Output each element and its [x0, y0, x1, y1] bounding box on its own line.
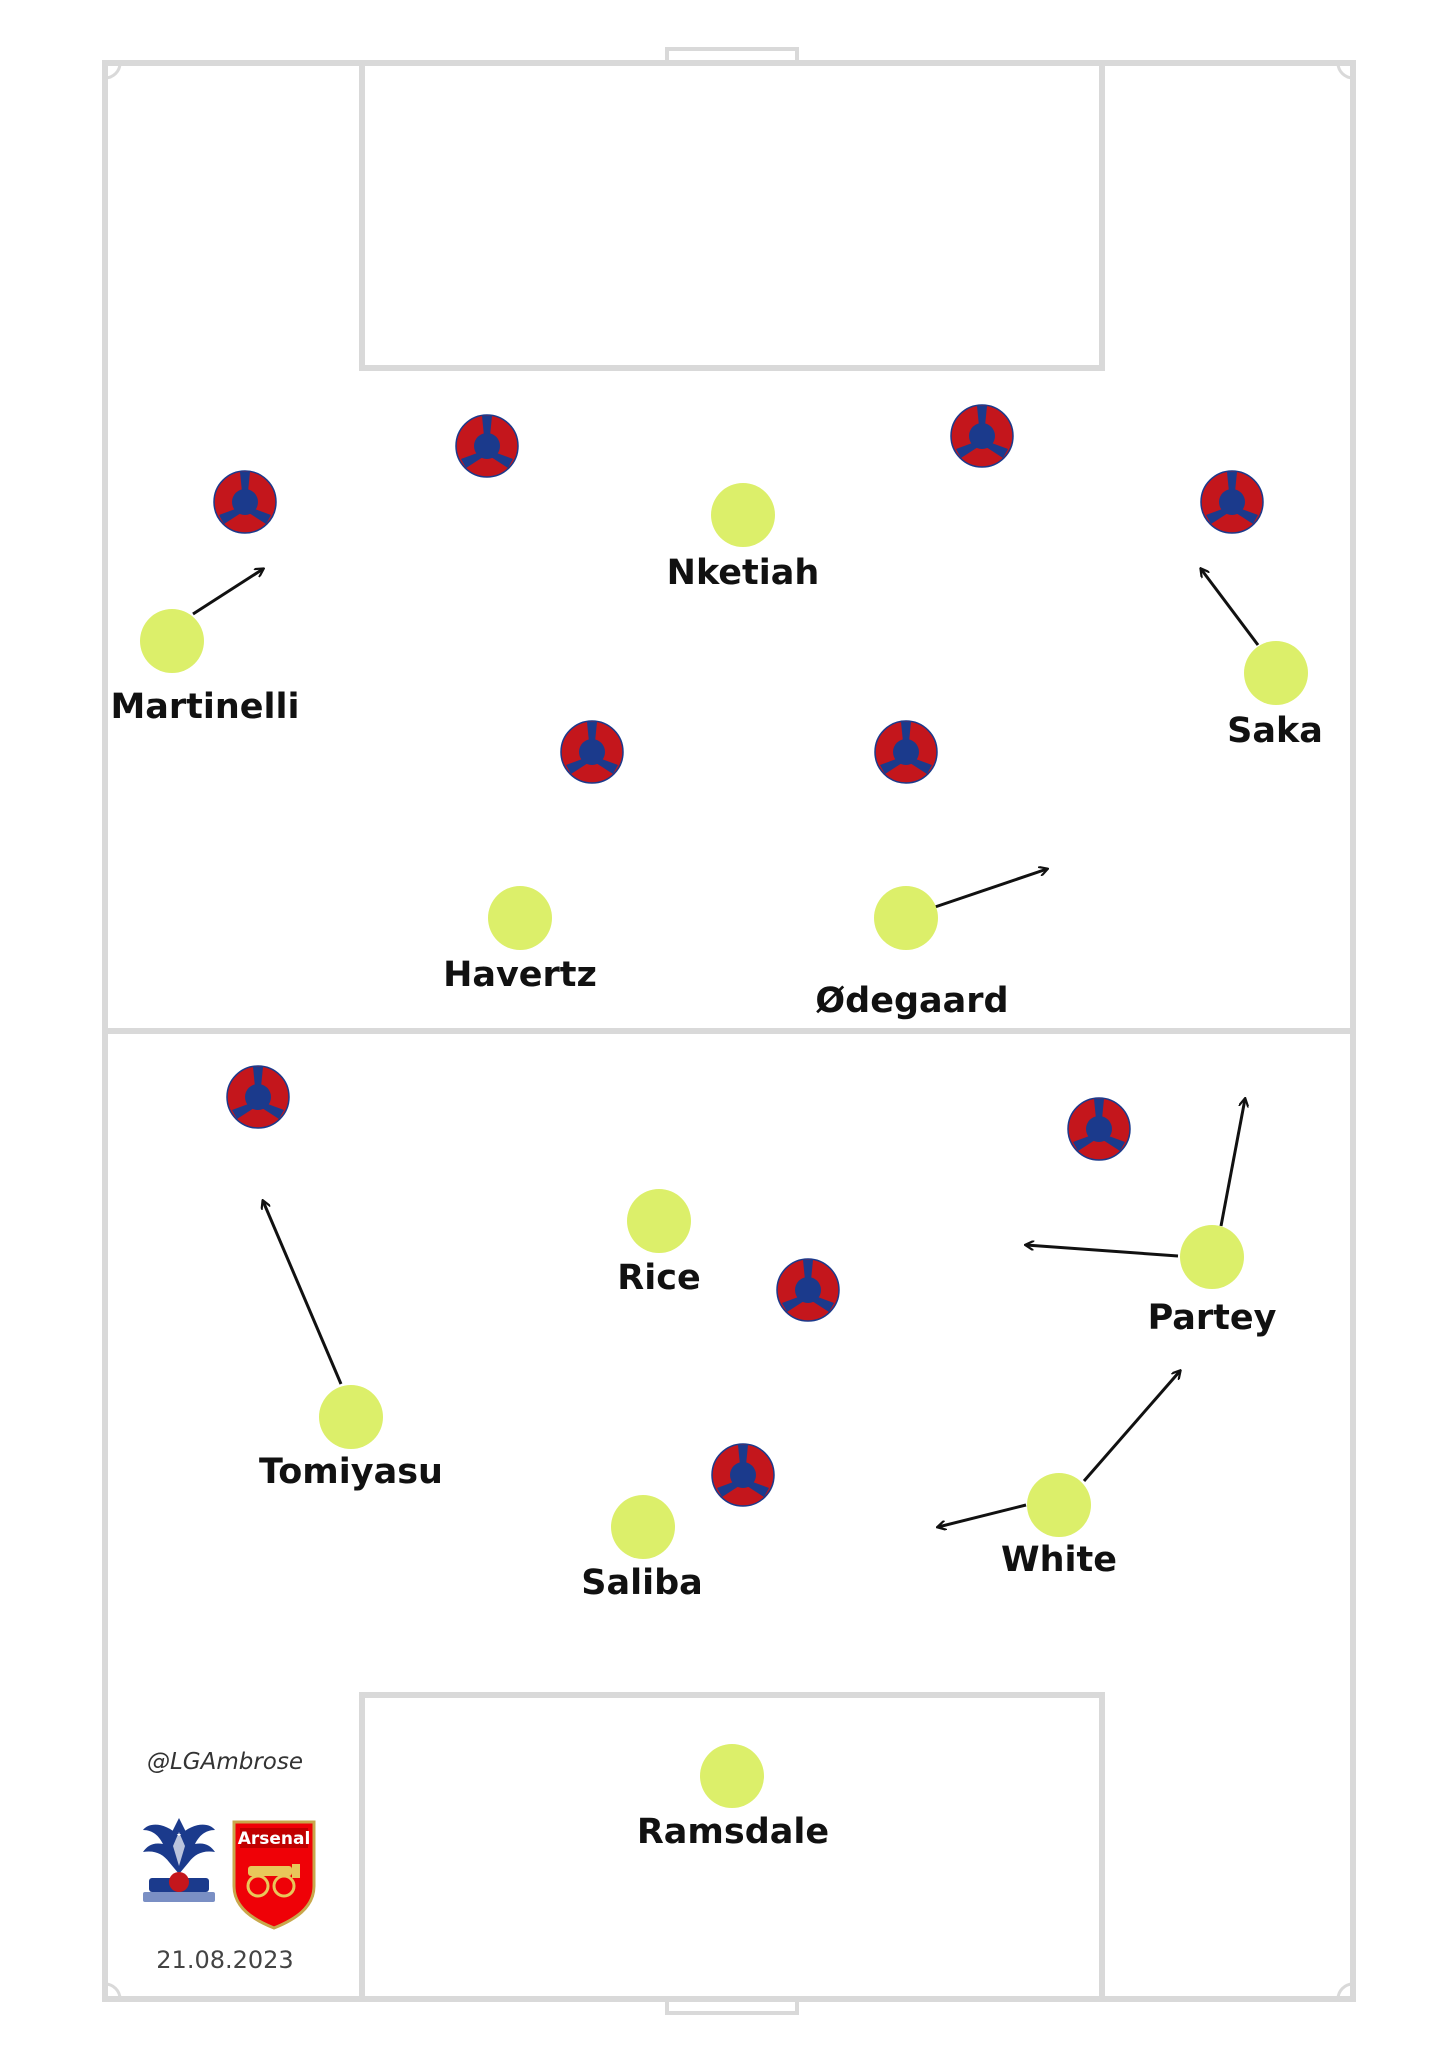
top-goal [665, 47, 799, 65]
palace-player-marker [226, 1065, 290, 1129]
arsenal-crest-icon: Arsenal [232, 1820, 316, 1930]
corner-arc-tl [104, 62, 122, 80]
palace-player-marker [1067, 1097, 1131, 1161]
player-marker-white [1027, 1473, 1091, 1537]
author-handle: @LGAmbrose [147, 1749, 303, 1775]
palace-player-marker [950, 404, 1014, 468]
palace-player-marker [776, 1258, 840, 1322]
player-marker-saliba [611, 1495, 675, 1559]
player-marker-nketiah [711, 483, 775, 547]
player-marker-ramsdale [700, 1744, 764, 1808]
pitch-lines [102, 47, 1356, 2015]
player-marker-martinelli [140, 609, 204, 673]
movement-arrows [192, 569, 1260, 1527]
arrow-partey-forward [1219, 1099, 1245, 1227]
player-name-ramsdale: Ramsdale [637, 1812, 829, 1852]
player-marker-rice [627, 1189, 691, 1253]
player-marker-tomiyasu [319, 1385, 383, 1449]
arrow-partey-inside [1026, 1245, 1179, 1258]
corner-arc-br [1336, 1982, 1354, 2000]
player-marker-odegaard [874, 886, 938, 950]
top-penalty-area [359, 60, 1105, 371]
player-name-white: White [1001, 1540, 1117, 1580]
corner-arc-bl [104, 1982, 122, 2000]
corner-arc-tr [1336, 62, 1354, 80]
palace-player-marker [1200, 470, 1264, 534]
player-labels: Nketiah Martinelli Saka Havertz Ødegaard… [110, 553, 1322, 1852]
arsenal-badge-text: Arsenal [238, 1829, 311, 1849]
player-marker-saka [1244, 641, 1308, 705]
player-name-saliba: Saliba [581, 1563, 703, 1603]
palace-player-marker [455, 414, 519, 478]
palace-player-marker [560, 720, 624, 784]
palace-player-marker [213, 470, 277, 534]
arrow-white-forward [1082, 1371, 1180, 1482]
player-name-nketiah: Nketiah [667, 553, 820, 593]
arrow-odegaard [934, 869, 1047, 909]
player-name-saka: Saka [1227, 711, 1323, 751]
player-name-rice: Rice [617, 1258, 700, 1298]
arsenal-players [140, 483, 1308, 1808]
arrow-tomiyasu [263, 1201, 343, 1385]
palace-player-marker [711, 1443, 775, 1507]
crystal-palace-crest-icon [143, 1818, 215, 1902]
bottom-goal [665, 1997, 799, 2015]
match-info: @LGAmbrose Arsenal 21.08.2023 [143, 1749, 316, 1974]
arrow-saka [1201, 569, 1260, 646]
arrow-white-inside [938, 1503, 1027, 1527]
player-name-havertz: Havertz [443, 955, 597, 995]
player-marker-havertz [488, 886, 552, 950]
player-name-martinelli: Martinelli [110, 687, 299, 727]
player-name-odegaard: Ødegaard [815, 981, 1008, 1021]
match-date: 21.08.2023 [156, 1946, 293, 1974]
arrow-martinelli [192, 569, 263, 616]
palace-player-marker [874, 720, 938, 784]
player-name-partey: Partey [1148, 1298, 1277, 1338]
player-name-tomiyasu: Tomiyasu [259, 1452, 443, 1492]
player-marker-partey [1180, 1225, 1244, 1289]
